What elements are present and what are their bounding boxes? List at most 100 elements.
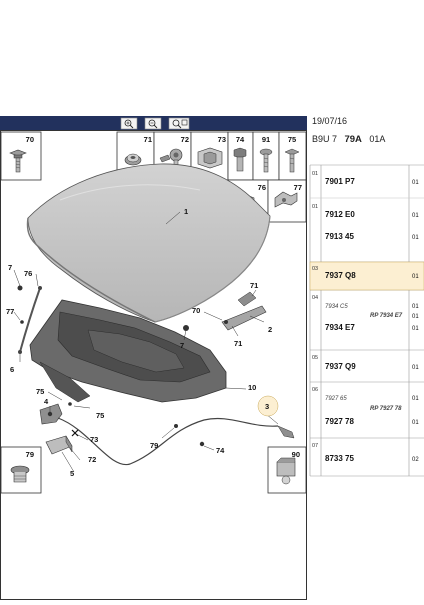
zoom-out-icon <box>148 119 158 129</box>
bonnet-prop-rod[interactable] <box>18 286 42 354</box>
callout-70[interactable]: 70 <box>192 306 200 315</box>
callout-71-lower[interactable]: 71 <box>234 339 242 348</box>
code-prefix: B9U 7 <box>312 134 337 144</box>
part-reference[interactable]: 7913 45 <box>325 232 354 241</box>
callout-7-lower[interactable]: 7 <box>180 341 184 350</box>
release-cable[interactable] <box>57 417 295 466</box>
bonnet-panel[interactable] <box>26 163 271 323</box>
thumbnail-label: 90 <box>292 450 300 459</box>
code-suffix: 01A <box>369 134 385 144</box>
thumbnail-70[interactable]: 70 <box>0 131 42 181</box>
callout-79[interactable]: 79 <box>150 441 158 450</box>
callout-75-left[interactable]: 75 <box>36 387 44 396</box>
part-reference[interactable]: 7912 E0 <box>325 210 355 219</box>
part-reference[interactable]: 7934 E7 <box>325 323 355 332</box>
catalog-code: B9U 7 79A 01A <box>312 129 385 146</box>
part-index: 04 <box>312 295 318 301</box>
part-reference[interactable]: 7901 P7 <box>325 177 355 186</box>
part-quantity: 01 <box>412 420 419 426</box>
callout-5[interactable]: 5 <box>70 469 74 478</box>
part-quantity: 01 <box>412 365 419 371</box>
part-row[interactable]: 05 7937 Q9 01 <box>312 355 419 371</box>
thumbnail-74[interactable]: 74 <box>227 131 254 181</box>
bolt-icon <box>9 149 27 173</box>
callout-3[interactable]: 3 <box>265 402 269 411</box>
replacement-reference[interactable]: RP 7934 E7 <box>370 313 403 319</box>
part-quantity: 01 <box>412 326 419 332</box>
part-quantity: 01 <box>412 180 419 186</box>
callout-3-highlight <box>257 395 279 417</box>
callout-77[interactable]: 77 <box>6 307 14 316</box>
thumbnail-91[interactable]: 91 <box>252 131 280 181</box>
callout-10[interactable]: 10 <box>248 383 256 392</box>
thumbnail-label: 72 <box>181 135 189 144</box>
thumbnail-label: 73 <box>218 135 226 144</box>
thumbnail-90[interactable]: 90 <box>267 446 307 494</box>
callout-75-right[interactable]: 75 <box>96 411 104 420</box>
code-bold: 79A <box>344 134 362 145</box>
thumbnail-label: 70 <box>26 135 34 144</box>
callout-73[interactable]: 73 <box>90 435 98 444</box>
bonnet-lock[interactable] <box>39 403 63 425</box>
screw-icon <box>259 148 273 173</box>
callout-76[interactable]: 76 <box>24 269 32 278</box>
grommet-icon <box>10 465 30 483</box>
part-quantity: 02 <box>412 457 419 463</box>
part-index: 05 <box>312 355 318 361</box>
bracket-clip-icon <box>197 147 223 169</box>
nut-icon <box>124 153 142 166</box>
thumbnail-label: 91 <box>262 135 270 144</box>
callout-2[interactable]: 2 <box>268 325 272 334</box>
leader-lines <box>13 211 279 473</box>
thumbnail-label: 77 <box>294 183 302 192</box>
zoom-fit-icon <box>172 119 188 129</box>
thumbnail-label: 74 <box>236 135 245 144</box>
zoom-in-button[interactable] <box>120 117 138 130</box>
thumbnail-77[interactable]: 77 <box>267 179 307 223</box>
part-row[interactable]: 04 7934 C5 RP 7934 E7 01 01 7934 E7 01 <box>312 295 419 332</box>
callout-72[interactable]: 72 <box>88 455 96 464</box>
seal-clip-icon <box>276 457 296 485</box>
fastener-markers <box>17 285 228 447</box>
part-reference[interactable]: 7937 Q8 <box>325 271 356 280</box>
part-quantity: 01 <box>412 274 419 280</box>
part-row[interactable]: 07 8733 75 02 <box>312 443 419 463</box>
part-quantity: 01 <box>412 304 419 310</box>
part-reference[interactable]: 7927 78 <box>325 417 354 426</box>
part-quantity: 01 <box>412 314 419 320</box>
part-row[interactable]: 03 7937 Q8 01 <box>312 266 419 280</box>
superseded-reference[interactable]: 7934 C5 <box>325 304 348 310</box>
part-index: 07 <box>312 443 318 449</box>
selected-part-row[interactable] <box>309 261 424 291</box>
bolt-icon <box>284 148 300 173</box>
part-reference[interactable]: 8733 75 <box>325 454 354 463</box>
part-reference[interactable]: 7937 Q9 <box>325 362 356 371</box>
part-row[interactable]: 06 7927 65 RP 7927 78 01 7927 78 01 <box>312 387 419 426</box>
part-row[interactable]: 01 7912 E0 01 <box>312 204 419 219</box>
part-index: 06 <box>312 387 318 393</box>
thumbnail-label: 75 <box>288 135 296 144</box>
hinge-bracket[interactable] <box>221 291 267 331</box>
cross-marker-icon <box>71 429 79 437</box>
part-row[interactable]: 01 7901 P7 01 <box>312 171 419 186</box>
thumbnail-79[interactable]: 79 <box>0 446 42 494</box>
hose-clip-icon <box>274 191 298 208</box>
part-row[interactable]: 7913 45 01 <box>325 232 419 241</box>
zoom-out-button[interactable] <box>144 117 162 130</box>
thumbnail-label: 71 <box>144 135 152 144</box>
callout-4[interactable]: 4 <box>44 397 49 406</box>
thumbnail-75[interactable]: 75 <box>278 131 307 181</box>
part-quantity: 01 <box>412 396 419 402</box>
callout-74[interactable]: 74 <box>216 446 225 455</box>
superseded-reference[interactable]: 7927 65 <box>325 396 347 402</box>
replacement-reference[interactable]: RP 7927 78 <box>370 406 402 412</box>
bonnet-insulation-pad[interactable] <box>29 299 227 403</box>
callout-71-upper[interactable]: 71 <box>250 281 258 290</box>
zoom-fit-button[interactable] <box>168 117 190 130</box>
callout-1[interactable]: 1 <box>184 207 188 216</box>
release-handle[interactable] <box>45 435 73 455</box>
callout-6[interactable]: 6 <box>10 365 14 374</box>
callout-7-upper[interactable]: 7 <box>8 263 12 272</box>
